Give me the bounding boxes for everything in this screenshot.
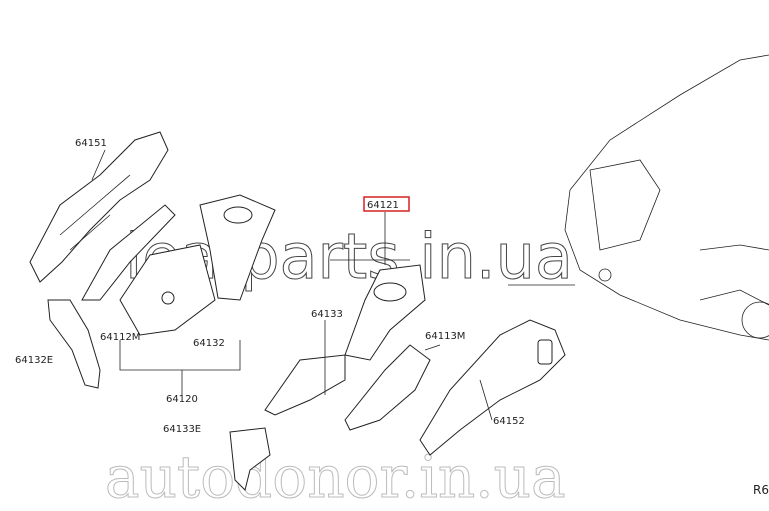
label-64132[interactable]: 64132 bbox=[193, 338, 225, 349]
highlight-box bbox=[363, 196, 410, 212]
part-64152-shape[interactable] bbox=[419, 319, 566, 456]
part-64132E-shape[interactable] bbox=[47, 299, 101, 389]
label-64151[interactable]: 64151 bbox=[75, 138, 107, 149]
label-64120[interactable]: 64120 bbox=[166, 394, 198, 405]
watermark-bottom: autodonor.in.ua bbox=[105, 443, 566, 511]
label-64112M[interactable]: 64112M bbox=[100, 332, 140, 343]
vehicle-outline bbox=[564, 54, 769, 341]
part-64151-shape[interactable] bbox=[29, 131, 169, 283]
leader-lines bbox=[91, 149, 575, 421]
part-64133E-shape[interactable] bbox=[229, 427, 271, 491]
label-64113M[interactable]: 64113M bbox=[425, 331, 465, 342]
reference-code: R6 bbox=[753, 483, 769, 497]
label-64152[interactable]: 64152 bbox=[493, 416, 525, 427]
label-64132E[interactable]: 64132E bbox=[15, 355, 53, 366]
part-64120-assembly-shape[interactable] bbox=[81, 194, 276, 336]
label-64133E[interactable]: 64133E bbox=[163, 424, 201, 435]
label-64133[interactable]: 64133 bbox=[311, 309, 343, 320]
label-64121[interactable]: 64121 bbox=[367, 200, 399, 211]
